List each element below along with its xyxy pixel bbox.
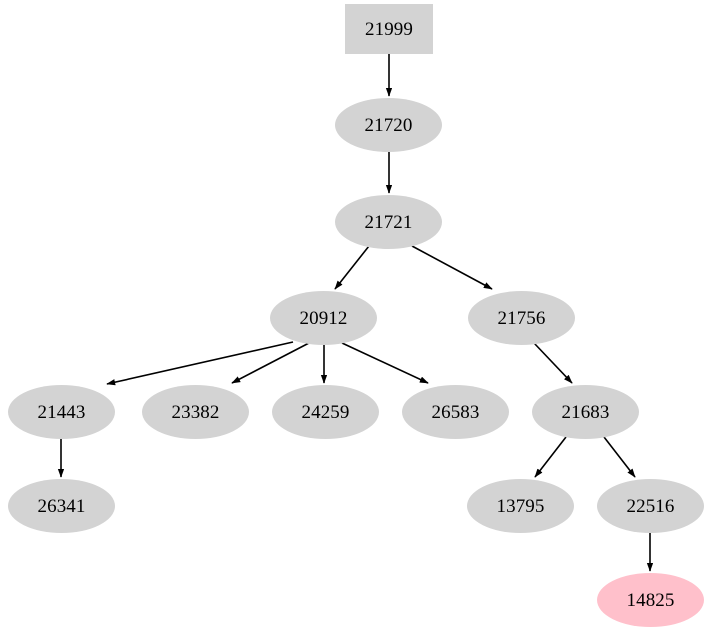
- graph-node-26583[interactable]: 26583: [402, 385, 509, 439]
- graph-node-14825[interactable]: 14825: [597, 573, 704, 627]
- graph-node-label: 20912: [299, 307, 348, 329]
- graph-edge-21683-to-13795: [534, 436, 567, 478]
- graph-node-23382[interactable]: 23382: [142, 385, 249, 439]
- graph-node-21999[interactable]: 21999: [345, 4, 433, 54]
- graph-node-label: 23382: [171, 401, 220, 423]
- graph-node-label: 24259: [301, 401, 350, 423]
- graph-node-21720[interactable]: 21720: [335, 98, 442, 152]
- graph-edge-20912-to-23382: [231, 342, 310, 384]
- graph-node-label: 22516: [626, 495, 675, 517]
- graph-node-26341[interactable]: 26341: [8, 479, 115, 533]
- graph-node-label: 21683: [561, 401, 610, 423]
- graph-edge-21683-to-22516: [603, 436, 636, 478]
- graph-node-label: 26341: [37, 495, 86, 517]
- graph-edge-20912-to-26583: [341, 342, 429, 384]
- graph-edge-21721-to-21756: [411, 245, 493, 290]
- edge-group: [57, 54, 654, 572]
- graph-node-24259[interactable]: 24259: [272, 385, 379, 439]
- graph-edge-20912-to-21443: [106, 341, 294, 386]
- graph-node-label: 21999: [365, 18, 413, 40]
- graph-node-label: 21721: [364, 211, 413, 233]
- graph-edge-21721-to-20912: [334, 245, 370, 290]
- graph-node-13795[interactable]: 13795: [467, 479, 574, 533]
- graph-edge-21756-to-21683: [533, 342, 573, 384]
- graph-node-label: 21756: [497, 307, 546, 329]
- graph-node-label: 13795: [496, 495, 545, 517]
- graph-node-21721[interactable]: 21721: [335, 195, 442, 249]
- graph-node-label: 14825: [626, 589, 675, 611]
- graph-node-21443[interactable]: 21443: [8, 385, 115, 439]
- graph-node-label: 21443: [37, 401, 86, 423]
- graph-node-label: 21720: [364, 114, 413, 136]
- graph-node-label: 26583: [431, 401, 480, 423]
- graph-node-22516[interactable]: 22516: [597, 479, 704, 533]
- graph-node-20912[interactable]: 20912: [270, 291, 377, 345]
- graph-node-21683[interactable]: 21683: [532, 385, 639, 439]
- graph-node-21756[interactable]: 21756: [468, 291, 575, 345]
